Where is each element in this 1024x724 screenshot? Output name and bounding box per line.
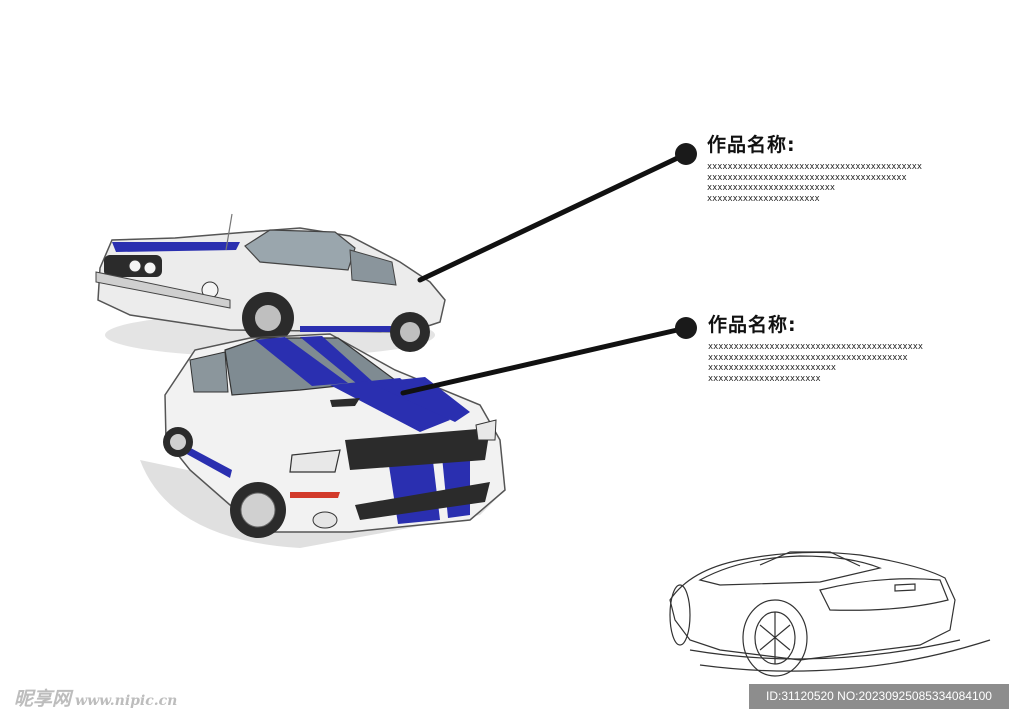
entry-placeholder-line: xxxxxxxxxxxxxxxxxxxxxx (707, 193, 820, 204)
leader-dot-1 (675, 143, 697, 165)
leader-line-2 (400, 325, 689, 396)
entry-title-2: 作品名称: (708, 314, 797, 336)
entry-placeholder-line: xxxxxxxxxxxxxxxxxxxxxxxxxxxxxxxxxxxxxxx (707, 172, 907, 183)
entry-block-2: 作品名称: xxxxxxxxxxxxxxxxxxxxxxxxxxxxxxxxxx… (708, 314, 923, 384)
image-id-bar: ID:31120520 NO:20230925085334084100 (749, 684, 1009, 709)
watermark-url: www.nipic.cn (75, 693, 178, 709)
leader-dot-2 (675, 317, 697, 339)
leader-line-1 (417, 151, 689, 283)
entry-placeholder-line: xxxxxxxxxxxxxxxxxxxxxxxxxxxxxxxxxxxxxxx (708, 352, 908, 363)
entry-placeholder-line: xxxxxxxxxxxxxxxxxxxxxxxxxxxxxxxxxxxxxxxx… (707, 162, 922, 172)
entry-block-1: 作品名称: xxxxxxxxxxxxxxxxxxxxxxxxxxxxxxxxxx… (707, 134, 922, 204)
watermark-brand: 昵享网 (14, 688, 72, 710)
entry-placeholder-line: xxxxxxxxxxxxxxxxxxxxxxxxx (707, 183, 835, 193)
sketch-car-drawing (669, 551, 991, 677)
entry-placeholder-line: xxxxxxxxxxxxxxxxxxxxxx (708, 373, 821, 384)
classic-car-illustration (95, 213, 446, 357)
entry-placeholder-line: xxxxxxxxxxxxxxxxxxxxxxxxx (708, 363, 836, 373)
entry-title-1: 作品名称: (707, 134, 796, 156)
modern-car-illustration (140, 333, 506, 548)
entry-placeholder-line: xxxxxxxxxxxxxxxxxxxxxxxxxxxxxxxxxxxxxxxx… (708, 342, 923, 352)
